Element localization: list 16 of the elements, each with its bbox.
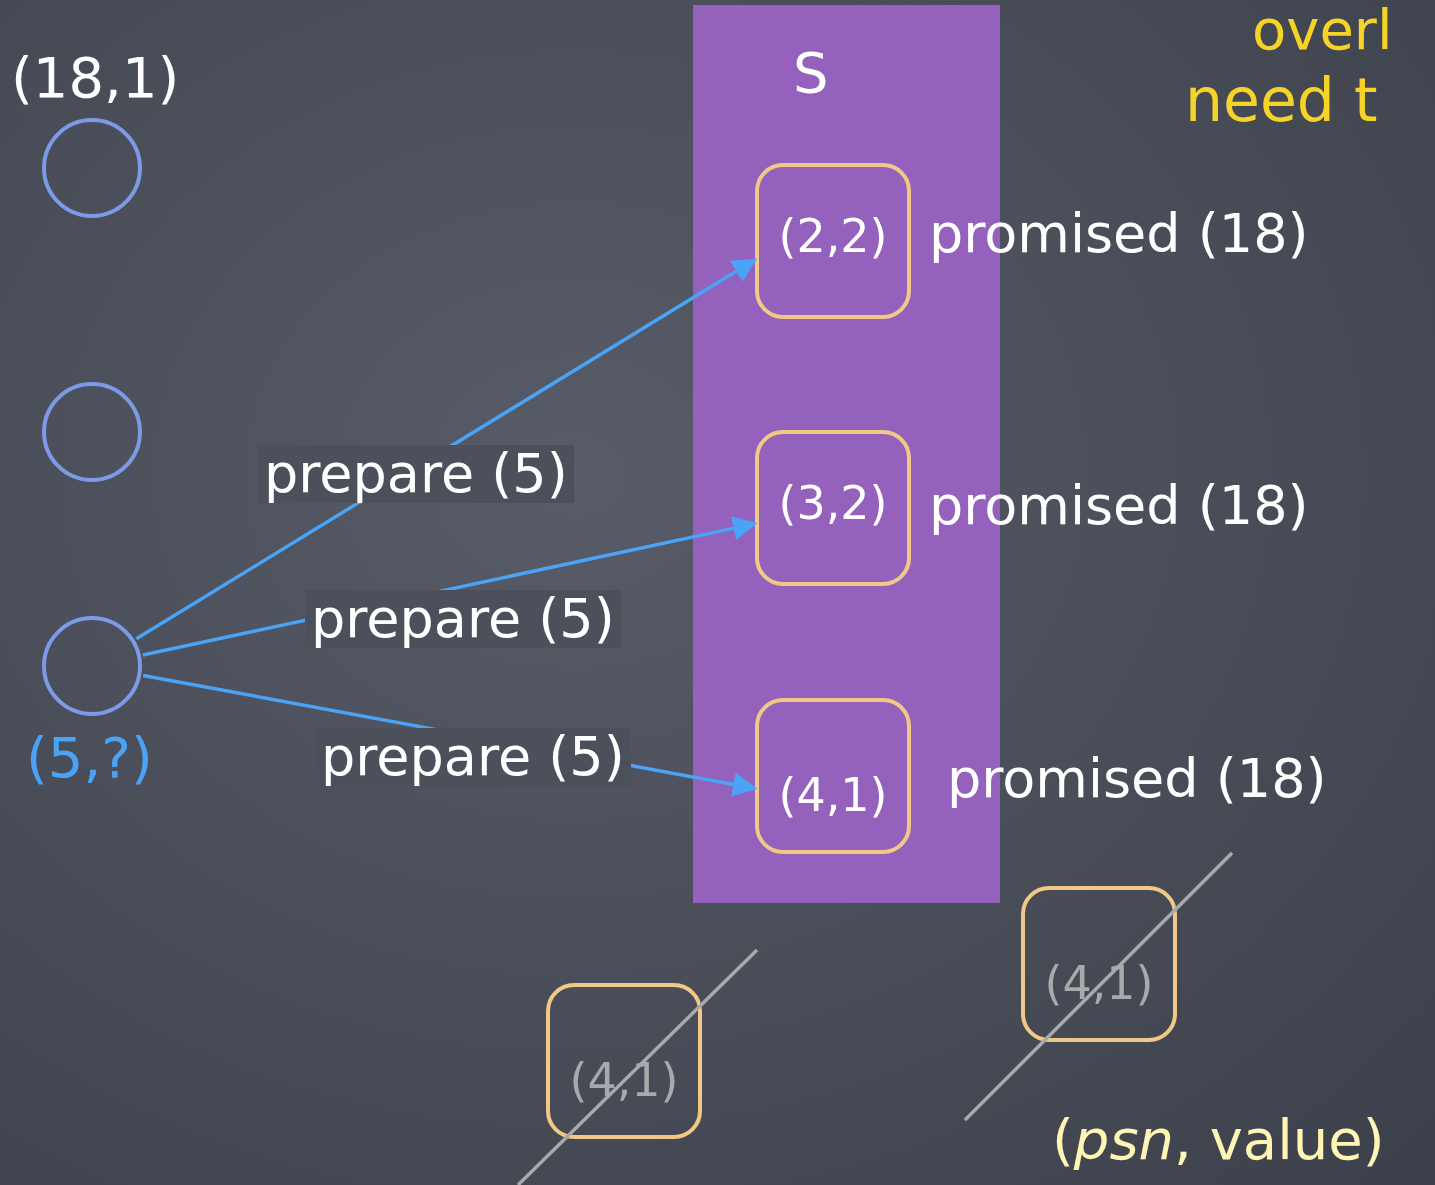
value-text: (2,2): [777, 213, 889, 259]
note-text: overl: [1252, 2, 1393, 58]
status-text: promised (18): [947, 752, 1327, 806]
value-text: (4,1): [777, 772, 889, 818]
note-text: need t: [1185, 70, 1378, 130]
edge-label: prepare (5): [305, 590, 621, 648]
node-caption: (18,1): [11, 50, 180, 106]
status-text: promised (18): [929, 479, 1309, 533]
edge-label: prepare (5): [315, 728, 631, 786]
legend-note: (psn, value): [1052, 1112, 1385, 1168]
status-text: promised (18): [929, 207, 1309, 261]
group-title: S: [793, 45, 829, 101]
node-caption: (5,?): [26, 730, 153, 786]
edge-label: prepare (5): [258, 445, 574, 503]
value-text: (3,2): [777, 480, 889, 526]
node-circle: [42, 382, 142, 482]
